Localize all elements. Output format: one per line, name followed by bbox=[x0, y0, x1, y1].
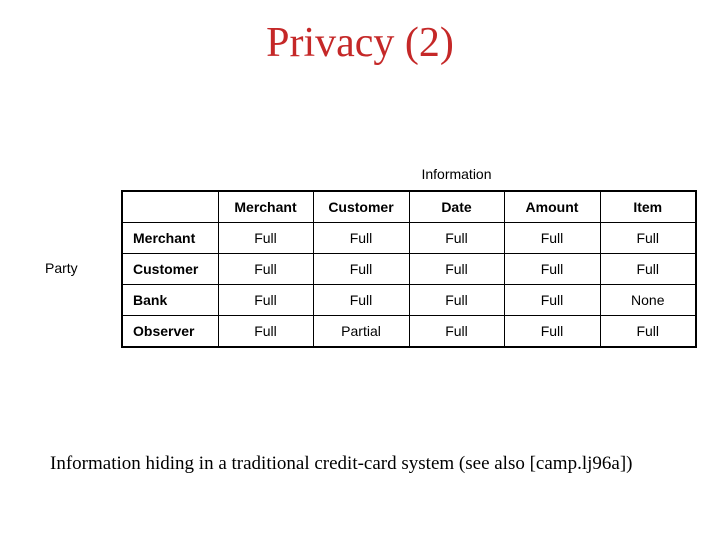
table-header-row: Merchant Customer Date Amount Item bbox=[121, 190, 697, 223]
cell-merchant-date: Full bbox=[408, 222, 505, 254]
cell-customer-item: Full bbox=[599, 253, 697, 285]
slide-title: Privacy (2) bbox=[266, 20, 454, 66]
cell-bank-date: Full bbox=[408, 284, 505, 316]
cell-observer-merchant: Full bbox=[217, 315, 314, 348]
cell-merchant-customer: Full bbox=[312, 222, 410, 254]
slide-caption: Information hiding in a traditional cred… bbox=[50, 453, 633, 474]
row-header-merchant: Merchant bbox=[121, 222, 219, 254]
cell-observer-item: Full bbox=[599, 315, 697, 348]
cell-bank-customer: Full bbox=[312, 284, 410, 316]
cell-bank-item: None bbox=[599, 284, 697, 316]
table-row-customer: Customer Full Full Full Full Full bbox=[121, 253, 697, 285]
table-row-bank: Bank Full Full Full Full None bbox=[121, 284, 697, 316]
row-header-customer: Customer bbox=[121, 253, 219, 285]
privacy-matrix-table: Merchant Customer Date Amount Item Merch… bbox=[121, 190, 697, 348]
table-row-observer: Observer Full Partial Full Full Full bbox=[121, 315, 697, 348]
cell-bank-amount: Full bbox=[503, 284, 601, 316]
cell-observer-amount: Full bbox=[503, 315, 601, 348]
cell-customer-merchant: Full bbox=[217, 253, 314, 285]
row-header-observer: Observer bbox=[121, 315, 219, 348]
column-header-date: Date bbox=[408, 190, 505, 223]
party-axis-label: Party bbox=[45, 260, 78, 276]
cell-merchant-item: Full bbox=[599, 222, 697, 254]
column-header-item: Item bbox=[599, 190, 697, 223]
cell-customer-customer: Full bbox=[312, 253, 410, 285]
cell-merchant-merchant: Full bbox=[217, 222, 314, 254]
cell-observer-date: Full bbox=[408, 315, 505, 348]
column-header-amount: Amount bbox=[503, 190, 601, 223]
table-row-merchant: Merchant Full Full Full Full Full bbox=[121, 222, 697, 254]
cell-observer-customer: Partial bbox=[312, 315, 410, 348]
column-header-customer: Customer bbox=[312, 190, 410, 223]
column-header-merchant: Merchant bbox=[217, 190, 314, 223]
row-header-bank: Bank bbox=[121, 284, 219, 316]
cell-customer-date: Full bbox=[408, 253, 505, 285]
table-corner-cell bbox=[121, 190, 219, 223]
cell-merchant-amount: Full bbox=[503, 222, 601, 254]
cell-customer-amount: Full bbox=[503, 253, 601, 285]
cell-bank-merchant: Full bbox=[217, 284, 314, 316]
information-axis-label: Information bbox=[421, 166, 492, 182]
